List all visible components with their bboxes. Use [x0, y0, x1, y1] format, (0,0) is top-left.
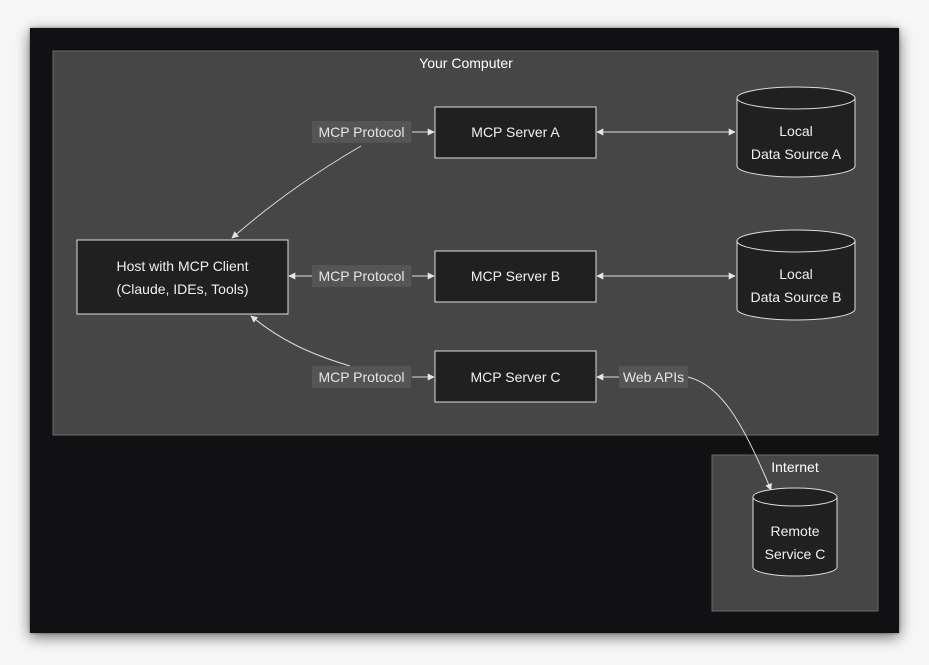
edge-label-mcp-protocol-c: MCP Protocol — [312, 366, 411, 388]
edge-label-web-apis: Web APIs — [619, 366, 688, 388]
node-remote-service-c[interactable]: Remote Service C — [752, 487, 838, 577]
edges — [231, 128, 772, 491]
node-local-data-source-b[interactable]: Local Data Source B — [736, 229, 856, 321]
edge-host-to-server-c — [250, 315, 351, 367]
data-a-line2: Data Source A — [751, 146, 842, 162]
cluster-title-your-computer: Your Computer — [419, 55, 513, 71]
host-label-line1: Host with MCP Client — [116, 258, 248, 274]
node-local-data-source-a[interactable]: Local Data Source A — [736, 86, 856, 178]
node-mcp-server-c[interactable]: MCP Server C — [434, 350, 597, 403]
node-mcp-server-b[interactable]: MCP Server B — [434, 250, 597, 303]
remote-line1: Remote — [770, 523, 819, 539]
edge-host-to-server-a — [231, 145, 362, 239]
cluster-title-internet: Internet — [771, 459, 819, 475]
edge-label-mcp-protocol-a: MCP Protocol — [312, 121, 411, 143]
svg-text:MCP Protocol: MCP Protocol — [318, 268, 404, 284]
node-host-mcp-client[interactable]: Host with MCP Client (Claude, IDEs, Tool… — [76, 239, 289, 315]
svg-text:MCP Protocol: MCP Protocol — [318, 124, 404, 140]
svg-text:MCP Server B: MCP Server B — [471, 268, 560, 284]
edge-web-apis-to-remote — [687, 376, 772, 491]
data-b-line2: Data Source B — [750, 289, 841, 305]
svg-text:MCP Server C: MCP Server C — [471, 369, 561, 385]
cluster-internet: Internet — [711, 454, 879, 612]
svg-text:MCP Protocol: MCP Protocol — [318, 369, 404, 385]
host-label-line2: (Claude, IDEs, Tools) — [116, 281, 248, 297]
node-mcp-server-a[interactable]: MCP Server A — [434, 106, 597, 159]
data-b-line1: Local — [779, 266, 812, 282]
remote-line2: Service C — [765, 546, 826, 562]
edge-label-mcp-protocol-b: MCP Protocol — [312, 265, 411, 287]
svg-text:MCP Server A: MCP Server A — [471, 124, 560, 140]
data-a-line1: Local — [779, 123, 812, 139]
svg-text:Web APIs: Web APIs — [623, 369, 684, 385]
